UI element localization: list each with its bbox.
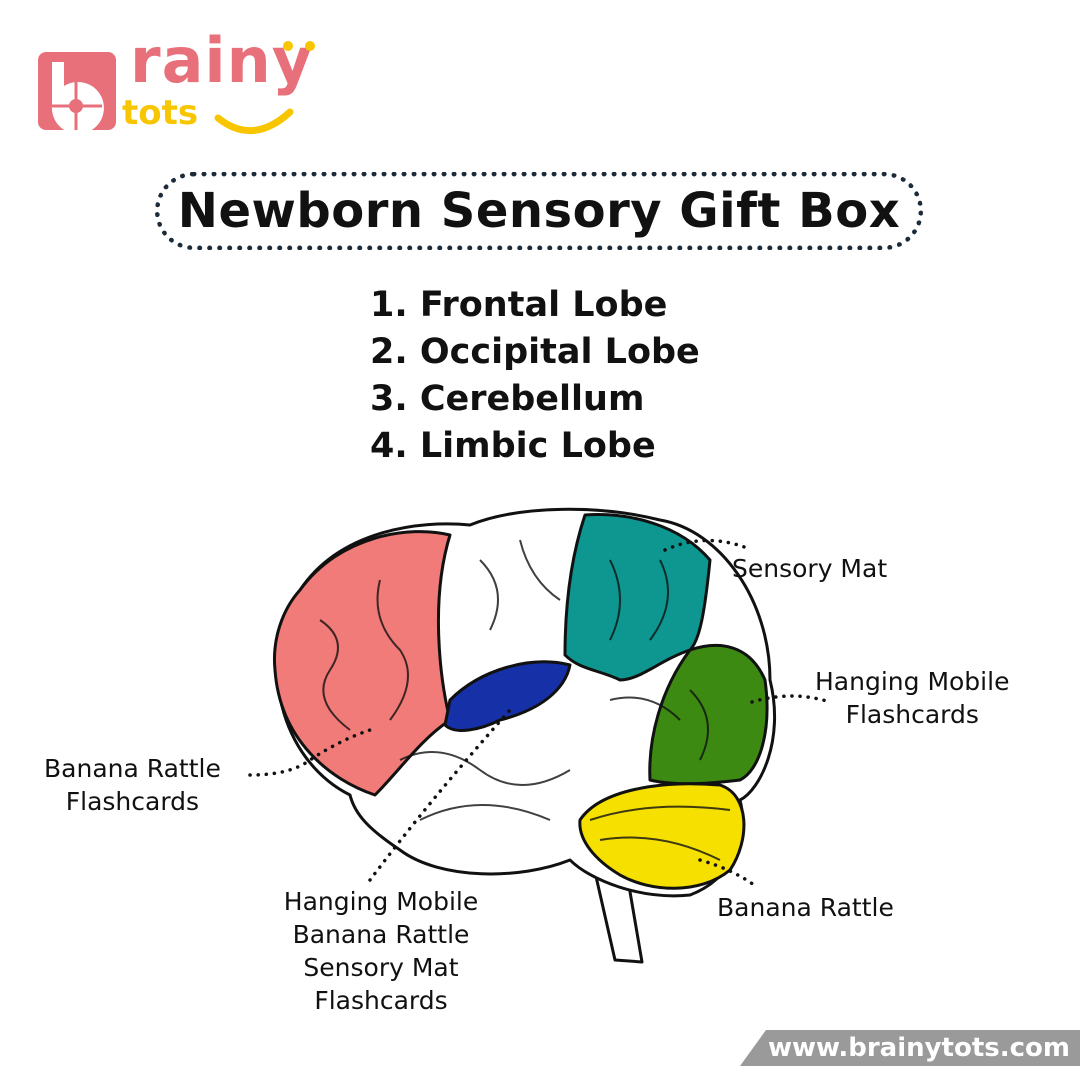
label-line: Banana Rattle <box>44 754 221 783</box>
label-line: Banana Rattle <box>292 920 470 949</box>
website-url[interactable]: www.brainytots.com <box>767 1033 1070 1063</box>
label-line: Flashcards <box>314 986 448 1015</box>
lobe-item: 3. Cerebellum <box>370 379 645 419</box>
occipital-lobe-region <box>648 643 769 786</box>
parietal-lobe-region <box>563 513 712 682</box>
leader-lines <box>248 538 832 890</box>
lobe-list: 1. Frontal Lobe 2. Occipital Lobe 3. Cer… <box>370 282 700 470</box>
logo-b-mark-icon <box>38 52 116 130</box>
label-line: Hanging Mobile <box>815 667 1010 696</box>
label-line: Flashcards <box>65 787 200 816</box>
title-box: Newborn Sensory Gift Box <box>155 172 923 250</box>
lobe-item: 2. Occipital Lobe <box>370 332 700 372</box>
label-sensory-mat: Sensory Mat <box>732 552 887 585</box>
label-cerebellum: Banana Rattle <box>717 891 894 924</box>
footer-banner: www.brainytots.com <box>740 1030 1080 1066</box>
label-line: Hanging Mobile <box>283 887 479 916</box>
limbic-lobe-region <box>443 660 572 732</box>
label-limbic: Hanging Mobile Banana Rattle Sensory Mat… <box>268 885 494 1017</box>
cerebellum-region <box>578 782 746 890</box>
logo-subword: tots <box>122 93 199 133</box>
lobe-item: 1. Frontal Lobe <box>370 285 668 325</box>
label-line: Sensory Mat <box>303 953 459 982</box>
logo-word: rainy <box>130 24 314 97</box>
label-line: Flashcards <box>845 700 979 729</box>
brand-logo: rainy tots <box>38 30 328 136</box>
smile-icon <box>214 41 315 134</box>
lobe-item: 4. Limbic Lobe <box>370 426 656 466</box>
label-line: Banana Rattle <box>717 893 894 922</box>
label-occipital: Hanging Mobile Flashcards <box>815 665 1009 731</box>
label-frontal: Banana Rattle Flashcards <box>44 752 221 818</box>
page-title: Newborn Sensory Gift Box <box>177 183 901 239</box>
label-line: Sensory Mat <box>732 554 888 583</box>
frontal-lobe-region <box>272 530 452 797</box>
